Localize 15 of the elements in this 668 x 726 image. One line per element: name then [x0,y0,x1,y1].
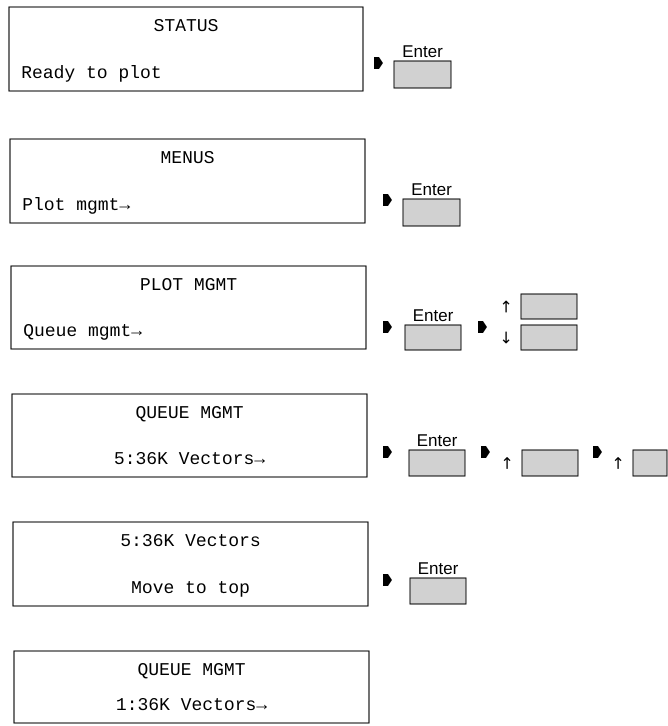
arrow-symbol: ↑ [502,300,510,312]
display-screen: STATUS Ready to plot [8,6,364,92]
key-label: Enter [419,562,458,574]
arrow-symbol: ↑ [504,457,510,469]
key-label: Enter [412,183,452,196]
display-screen: QUEUE MGMT 1:36K Vectors→ [13,650,370,724]
arrow-symbol: ↑ [614,457,622,469]
display-screen: 5:36K Vectors Move to top [12,521,369,607]
display-screen: MENUS Plot mgmt→ [9,138,366,224]
key-label: Enter [404,45,443,58]
arrow-symbol: ↓ [502,332,510,344]
display-screen: PLOT MGMT Queue mgmt→ [10,265,367,350]
key-label: Enter [418,434,458,446]
display-screen: QUEUE MGMT 5:36K Vectors→ [11,393,368,478]
key-label: Enter [414,309,454,322]
